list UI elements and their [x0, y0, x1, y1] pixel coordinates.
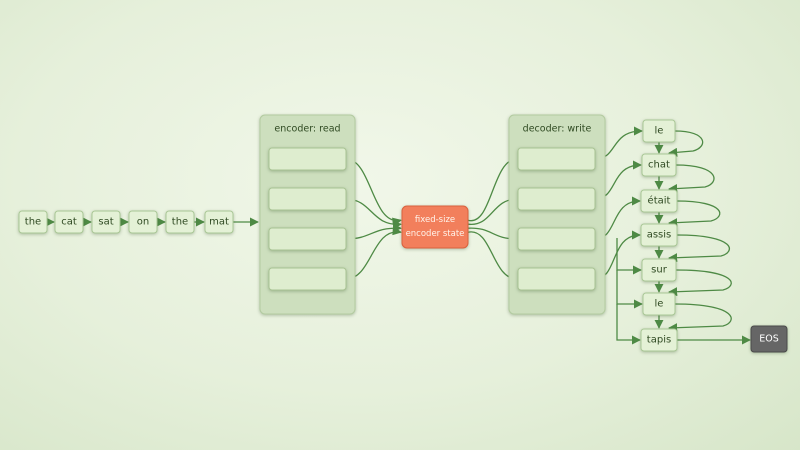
input-token: the: [18, 210, 48, 234]
output-token-label: assis: [647, 230, 672, 241]
eos-token-box: [750, 325, 788, 353]
output-token-box: [642, 119, 676, 143]
encoder-cell: [268, 267, 347, 291]
input-token: on: [128, 210, 158, 234]
eos-token-label: EOS: [759, 334, 779, 345]
input-token-label: cat: [61, 217, 77, 228]
output-token: le: [642, 292, 676, 316]
output-token-label: chat: [648, 160, 670, 171]
output-token-box: [640, 189, 678, 213]
output-token: sur: [641, 258, 677, 282]
encoder-state-box: [401, 205, 469, 249]
output-token-label: tapis: [647, 335, 671, 346]
output-token-label: le: [655, 126, 664, 137]
output-feedback-arrow: [668, 303, 732, 333]
output-feedback-arrow: [668, 164, 715, 194]
input-token: sat: [91, 210, 121, 234]
output-feedback-arrow: [668, 269, 732, 297]
decoder-to-output-arrow: [616, 304, 641, 345]
output-token-box: [641, 258, 677, 282]
output-token: assis: [640, 223, 678, 247]
decoder-cell: [517, 267, 596, 291]
output-token: était: [640, 189, 678, 213]
input-token-label: mat: [209, 217, 229, 228]
output-token-box: [641, 153, 677, 177]
output-token: chat: [641, 153, 677, 177]
encoder-cell: [268, 147, 347, 171]
input-token-box: [165, 210, 195, 234]
input-token-label: the: [25, 217, 41, 228]
output-token: le: [642, 119, 676, 143]
input-token-label: the: [172, 217, 188, 228]
decoder-to-output-arrow: [616, 270, 643, 309]
input-token-box: [128, 210, 158, 234]
output-token-label: sur: [651, 265, 668, 276]
input-token-label: sat: [98, 217, 113, 228]
output-token-box: [640, 223, 678, 247]
output-token-box: [642, 292, 676, 316]
input-token-box: [91, 210, 121, 234]
decoder-cell: [517, 187, 596, 211]
encoder-state-node: fixed-size encoder state: [401, 205, 469, 249]
input-token-label: on: [137, 217, 149, 228]
encoder-title: encoder: read: [274, 124, 340, 135]
input-token-box: [204, 210, 234, 234]
input-token: the: [165, 210, 195, 234]
encoder-cell: [268, 187, 347, 211]
output-token-label: le: [655, 299, 664, 310]
output-token: tapis: [640, 328, 678, 352]
output-feedback-arrow: [668, 130, 704, 157]
input-token: mat: [204, 210, 234, 234]
decoder-title: decoder: write: [523, 124, 592, 135]
input-token-box: [18, 210, 48, 234]
encoder-state-label-line1: fixed-size: [415, 215, 455, 225]
encoder-cell: [268, 227, 347, 251]
eos-token: EOS: [750, 325, 788, 353]
encoder-state-label-line2: encoder state: [406, 229, 465, 239]
decoder-cell: [517, 227, 596, 251]
input-token-box: [54, 210, 84, 234]
output-token-box: [640, 328, 678, 352]
input-token: cat: [54, 210, 84, 234]
output-feedback-arrow: [668, 200, 721, 228]
output-token-label: était: [648, 195, 671, 207]
output-feedback-arrow: [668, 234, 730, 263]
decoder-to-output-arrow: [616, 238, 642, 275]
nodes-layer: the cat sat on the mat encoder: read fixed-size…: [18, 114, 788, 353]
decoder-cell: [517, 147, 596, 171]
